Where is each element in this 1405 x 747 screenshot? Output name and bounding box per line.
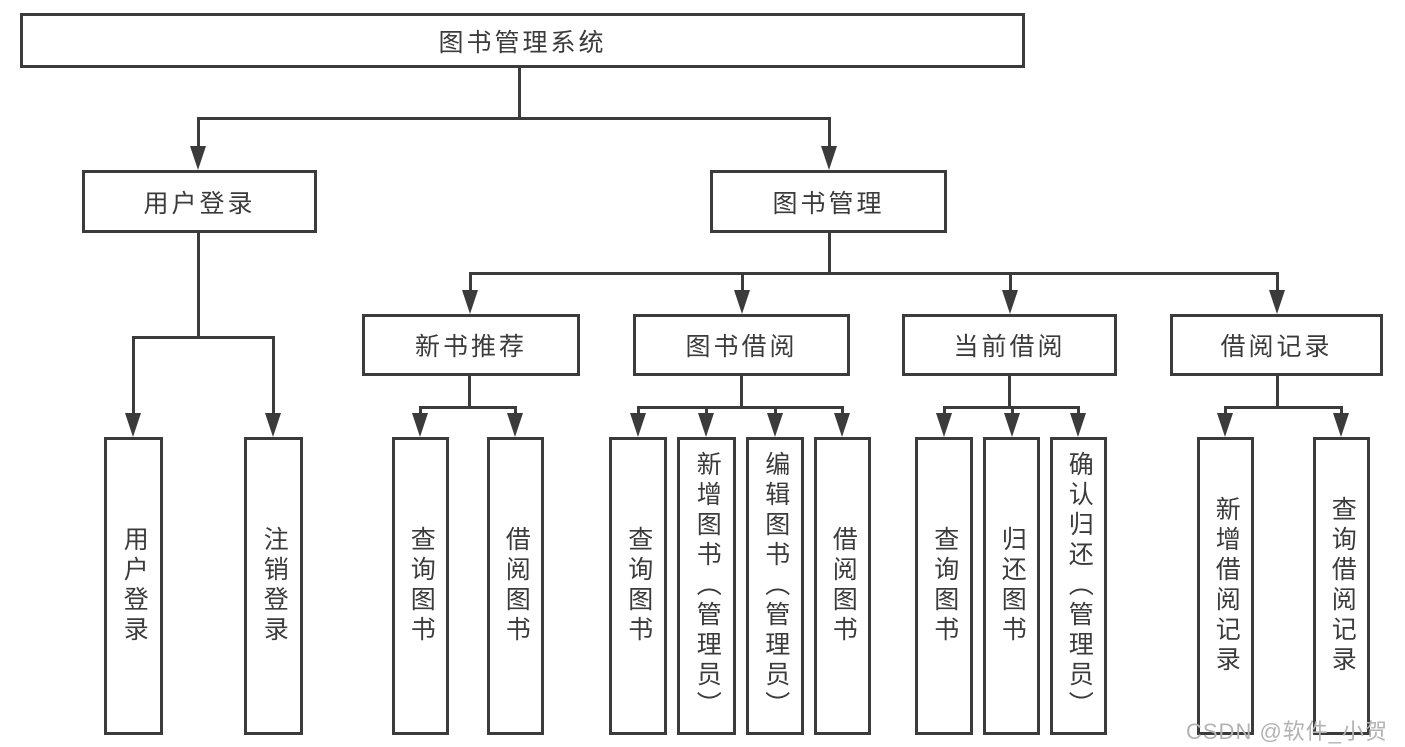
leaf-newbook-borrow-books: 借阅图书 xyxy=(487,437,544,735)
arrow-borrowing-borrow xyxy=(833,406,851,437)
arrow-to-borrowing-records xyxy=(1268,272,1286,314)
connector-book-mgmt-stem xyxy=(828,233,831,275)
node-borrowing-records: 借阅记录 xyxy=(1170,314,1383,376)
leaf-borrowing-borrow-books: 借阅图书 xyxy=(814,437,871,735)
leaf-label: 编辑图书（管理员） xyxy=(761,451,790,721)
leaf-label: 查询图书 xyxy=(407,526,436,646)
connector-level3-rail xyxy=(469,272,1279,275)
node-book-borrowing: 图书借阅 xyxy=(633,314,850,376)
connector-borrowing-stem xyxy=(740,376,743,409)
connector-newbook-stem xyxy=(468,376,471,409)
arrow-records-query xyxy=(1332,406,1350,437)
arrow-current-return xyxy=(1003,406,1021,437)
connector-records-rail xyxy=(1224,406,1343,409)
leaf-current-query-books: 查询图书 xyxy=(915,437,973,735)
arrow-newbook-query xyxy=(411,406,429,437)
leaf-label: 借阅图书 xyxy=(829,526,858,646)
leaf-label: 归还图书 xyxy=(998,526,1027,646)
leaf-user-login: 用户登录 xyxy=(104,437,163,735)
leaf-label: 确认归还（管理员） xyxy=(1065,451,1094,721)
leaf-records-query-record: 查询借阅记录 xyxy=(1313,437,1370,735)
leaf-label: 查询图书 xyxy=(624,526,653,646)
arrow-borrowing-edit xyxy=(766,406,784,437)
connector-newbook-rail xyxy=(419,406,517,409)
leaf-borrowing-edit-books-admin: 编辑图书（管理员） xyxy=(746,437,804,735)
node-book-management: 图书管理 xyxy=(710,170,947,233)
leaf-borrowing-query-books: 查询图书 xyxy=(609,437,667,735)
leaf-current-return-books: 归还图书 xyxy=(983,437,1040,735)
connector-user-login-stem xyxy=(197,233,200,339)
csdn-watermark: CSDN @软件_小贺同学 xyxy=(1186,719,1389,744)
arrow-newbook-borrow xyxy=(506,406,524,437)
leaf-newbook-query-books: 查询图书 xyxy=(392,437,449,735)
connector-level2-rail xyxy=(197,117,831,120)
arrow-records-add xyxy=(1216,406,1234,437)
leaf-label: 新增图书（管理员） xyxy=(693,451,722,721)
node-user-login: 用户登录 xyxy=(82,170,317,233)
leaf-logout: 注销登录 xyxy=(244,437,303,735)
leaf-label: 注销登录 xyxy=(260,526,289,646)
arrow-to-leaf-logout xyxy=(264,336,282,437)
node-root-library-system: 图书管理系统 xyxy=(20,13,1025,68)
arrow-to-user-login xyxy=(189,117,207,170)
connector-user-login-rail xyxy=(132,336,275,339)
leaf-current-confirm-return-admin: 确认归还（管理员） xyxy=(1050,437,1107,735)
connector-records-stem xyxy=(1276,376,1279,409)
leaf-label: 用户登录 xyxy=(120,526,149,646)
arrow-current-query xyxy=(935,406,953,437)
leaf-label: 借阅图书 xyxy=(502,526,531,646)
arrow-borrowing-add xyxy=(697,406,715,437)
arrow-to-new-book-recommend xyxy=(461,272,479,314)
connector-current-stem xyxy=(1008,376,1011,409)
connector-root-stem xyxy=(518,68,521,120)
arrow-to-book-management xyxy=(820,117,838,170)
leaf-records-add-record: 新增借阅记录 xyxy=(1197,437,1254,735)
connector-borrowing-rail xyxy=(637,406,844,409)
node-new-book-recommend: 新书推荐 xyxy=(362,314,580,376)
leaf-label: 新增借阅记录 xyxy=(1212,496,1241,676)
node-current-borrowing: 当前借阅 xyxy=(902,314,1117,376)
arrow-to-leaf-user-login xyxy=(124,336,142,437)
leaf-label: 查询图书 xyxy=(930,526,959,646)
leaf-label: 查询借阅记录 xyxy=(1328,496,1357,676)
arrow-to-current-borrowing xyxy=(1001,272,1019,314)
arrow-to-book-borrowing xyxy=(733,272,751,314)
arrow-borrowing-query xyxy=(629,406,647,437)
leaf-borrowing-add-books-admin: 新增图书（管理员） xyxy=(677,437,736,735)
arrow-current-confirm xyxy=(1069,406,1087,437)
